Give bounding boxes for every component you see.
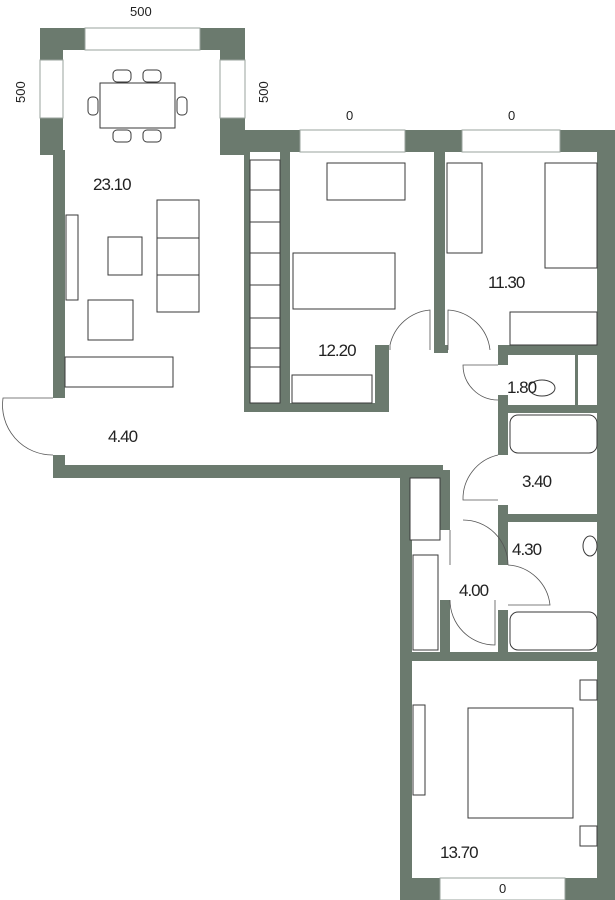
desk (326, 162, 406, 201)
bed-3 (467, 707, 574, 819)
furniture (64, 69, 598, 847)
dim-top-bedroom-2: 0 (508, 108, 515, 123)
desk-2 (446, 162, 483, 254)
area-bathroom-2: 4.30 (512, 540, 542, 559)
sofa (156, 199, 200, 313)
area-bedroom-1: 12.20 (318, 341, 356, 360)
dim-left-living: 500 (13, 81, 28, 103)
area-bathroom-1: 3.40 (522, 472, 552, 491)
room-area-labels: 23.10 12.20 11.30 1.80 4.40 3.40 4.30 4.… (93, 175, 553, 862)
area-living: 23.10 (93, 175, 131, 194)
wardrobe-hall (64, 356, 174, 388)
area-bedroom-2: 11.30 (488, 273, 525, 292)
windows (39, 27, 566, 900)
bathtub (509, 414, 598, 454)
dim-bottom-bedroom-3: 0 (499, 881, 506, 896)
dim-top-bedroom-1: 0 (346, 108, 353, 123)
doors (2, 309, 551, 646)
armchair (87, 299, 134, 341)
bathtub-2 (509, 611, 598, 651)
bed-2 (544, 162, 598, 269)
dining-table (99, 82, 176, 129)
toilet (528, 379, 556, 397)
tv-unit (65, 214, 79, 301)
coffee-table (107, 236, 143, 276)
dim-right-living: 500 (256, 81, 271, 103)
area-bedroom-3: 13.70 (440, 843, 478, 862)
kitchen-unit (249, 159, 281, 401)
area-wc-1: 1.80 (507, 378, 537, 397)
wardrobe-bedroom-1 (291, 374, 373, 404)
bed (292, 252, 396, 310)
tv-unit-3 (412, 704, 426, 796)
toilet-2 (582, 535, 598, 557)
area-hall: 4.40 (108, 427, 138, 446)
dimension-labels: 500 500 500 0 0 0 (13, 4, 515, 896)
area-corridor: 4.00 (459, 581, 489, 600)
wardrobe-bedroom-2 (509, 311, 598, 346)
dim-top-living: 500 (130, 4, 152, 19)
